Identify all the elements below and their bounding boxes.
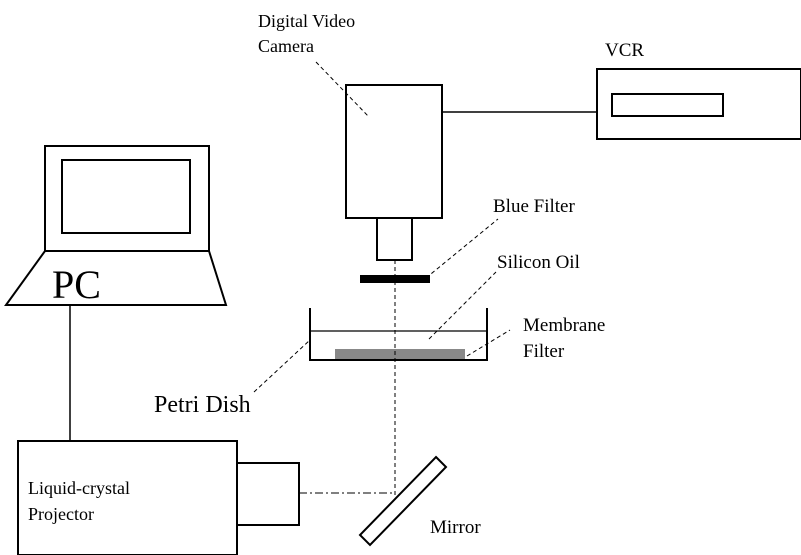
silicon-oil-leader (428, 271, 497, 340)
membrane-filter (335, 349, 465, 359)
blue-filter (360, 275, 430, 283)
projector-body (17, 440, 238, 555)
mirror-label: Mirror (430, 517, 481, 538)
camera-lens (376, 217, 413, 261)
membrane-label-line2: Filter (523, 341, 565, 362)
projector-label-line2: Projector (28, 504, 94, 524)
vcr-slot (611, 93, 724, 117)
pc-screen (61, 159, 191, 234)
camera-label-leader (315, 61, 370, 118)
petri-dish-label: Petri Dish (154, 392, 251, 418)
membrane-label-line1: Membrane (523, 315, 605, 336)
petri-dish-leader (253, 339, 311, 393)
vcr-body (596, 68, 801, 140)
pc-label: PC (52, 262, 101, 307)
vcr-label: VCR (605, 40, 644, 61)
projector-lens (236, 462, 300, 526)
camera-label-line1: Digital Video (258, 11, 355, 31)
camera-label-line2: Camera (258, 36, 314, 56)
petri-dish (309, 308, 488, 361)
mirror (358, 455, 448, 547)
pc-screen-frame (44, 145, 210, 252)
blue-filter-label: Blue Filter (493, 196, 575, 217)
pc-base (4, 250, 228, 306)
projector-label-line1: Liquid-crystal (28, 478, 130, 498)
camera-body (345, 84, 443, 219)
silicon-oil-label: Silicon Oil (497, 252, 580, 273)
membrane-leader (466, 329, 511, 357)
blue-filter-leader (425, 218, 499, 279)
